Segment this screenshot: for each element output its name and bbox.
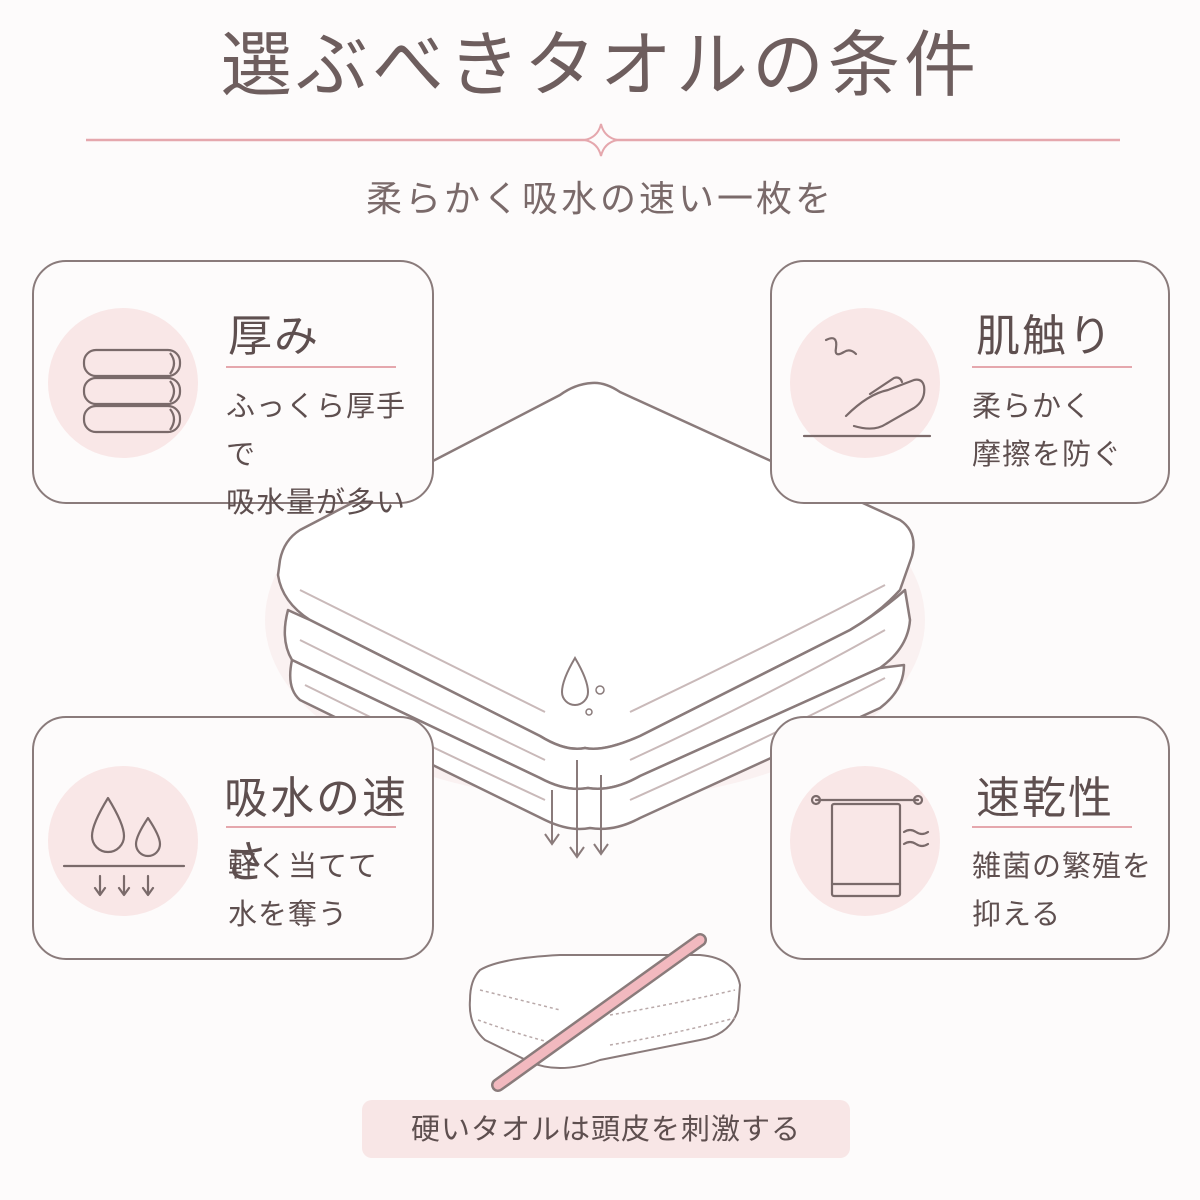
card-desc-line: 摩擦を防ぐ	[972, 437, 1123, 471]
card-heading: 速乾性	[976, 773, 1114, 824]
hanging-towel-icon	[790, 766, 940, 916]
diamond-ornament-icon	[584, 123, 618, 157]
card-texture: 肌触り 柔らかく 摩擦を防ぐ	[770, 260, 1170, 504]
heading-underline	[972, 366, 1132, 368]
card-desc-line: 柔らかく	[972, 389, 1093, 423]
heading-underline	[226, 826, 396, 828]
card-desc-line: ふっくら厚手で	[226, 389, 407, 471]
card-quick-dry: 速乾性 雑菌の繁殖を 抑える	[770, 716, 1170, 960]
card-thickness: 厚み ふっくら厚手で 吸水量が多い	[32, 260, 434, 519]
heading-underline	[226, 366, 396, 368]
warning-note: 硬いタオルは頭皮を刺激する	[362, 1100, 850, 1158]
card-desc-line: 軽く当てて	[228, 849, 379, 883]
card-desc-line: 水を奪う	[228, 897, 349, 931]
card-heading: 吸水の速さ	[224, 773, 408, 888]
page-title: 選ぶべきタオルの条件	[219, 23, 980, 107]
absorb-arrows-icon	[544, 760, 609, 859]
hand-touch-icon	[790, 308, 940, 458]
page-subtitle: 柔らかく吸水の速い一枚を	[365, 179, 834, 220]
water-drops-icon	[48, 766, 198, 916]
card-heading: 肌触り	[976, 311, 1114, 362]
card-desc-line: 吸水量が多い	[226, 485, 407, 519]
title-divider	[86, 123, 1120, 157]
water-drop-icon	[560, 656, 590, 706]
card-desc-line: 抑える	[972, 897, 1062, 931]
card-absorption-speed: 吸水の速さ 軽く当てて 水を奪う	[32, 716, 434, 960]
card-desc-line: 雑菌の繁殖を	[972, 849, 1153, 883]
card-heading: 厚み	[228, 311, 320, 362]
heading-underline	[972, 826, 1132, 828]
stacked-towels-icon	[48, 308, 198, 458]
strike-bar-icon	[491, 933, 707, 1092]
